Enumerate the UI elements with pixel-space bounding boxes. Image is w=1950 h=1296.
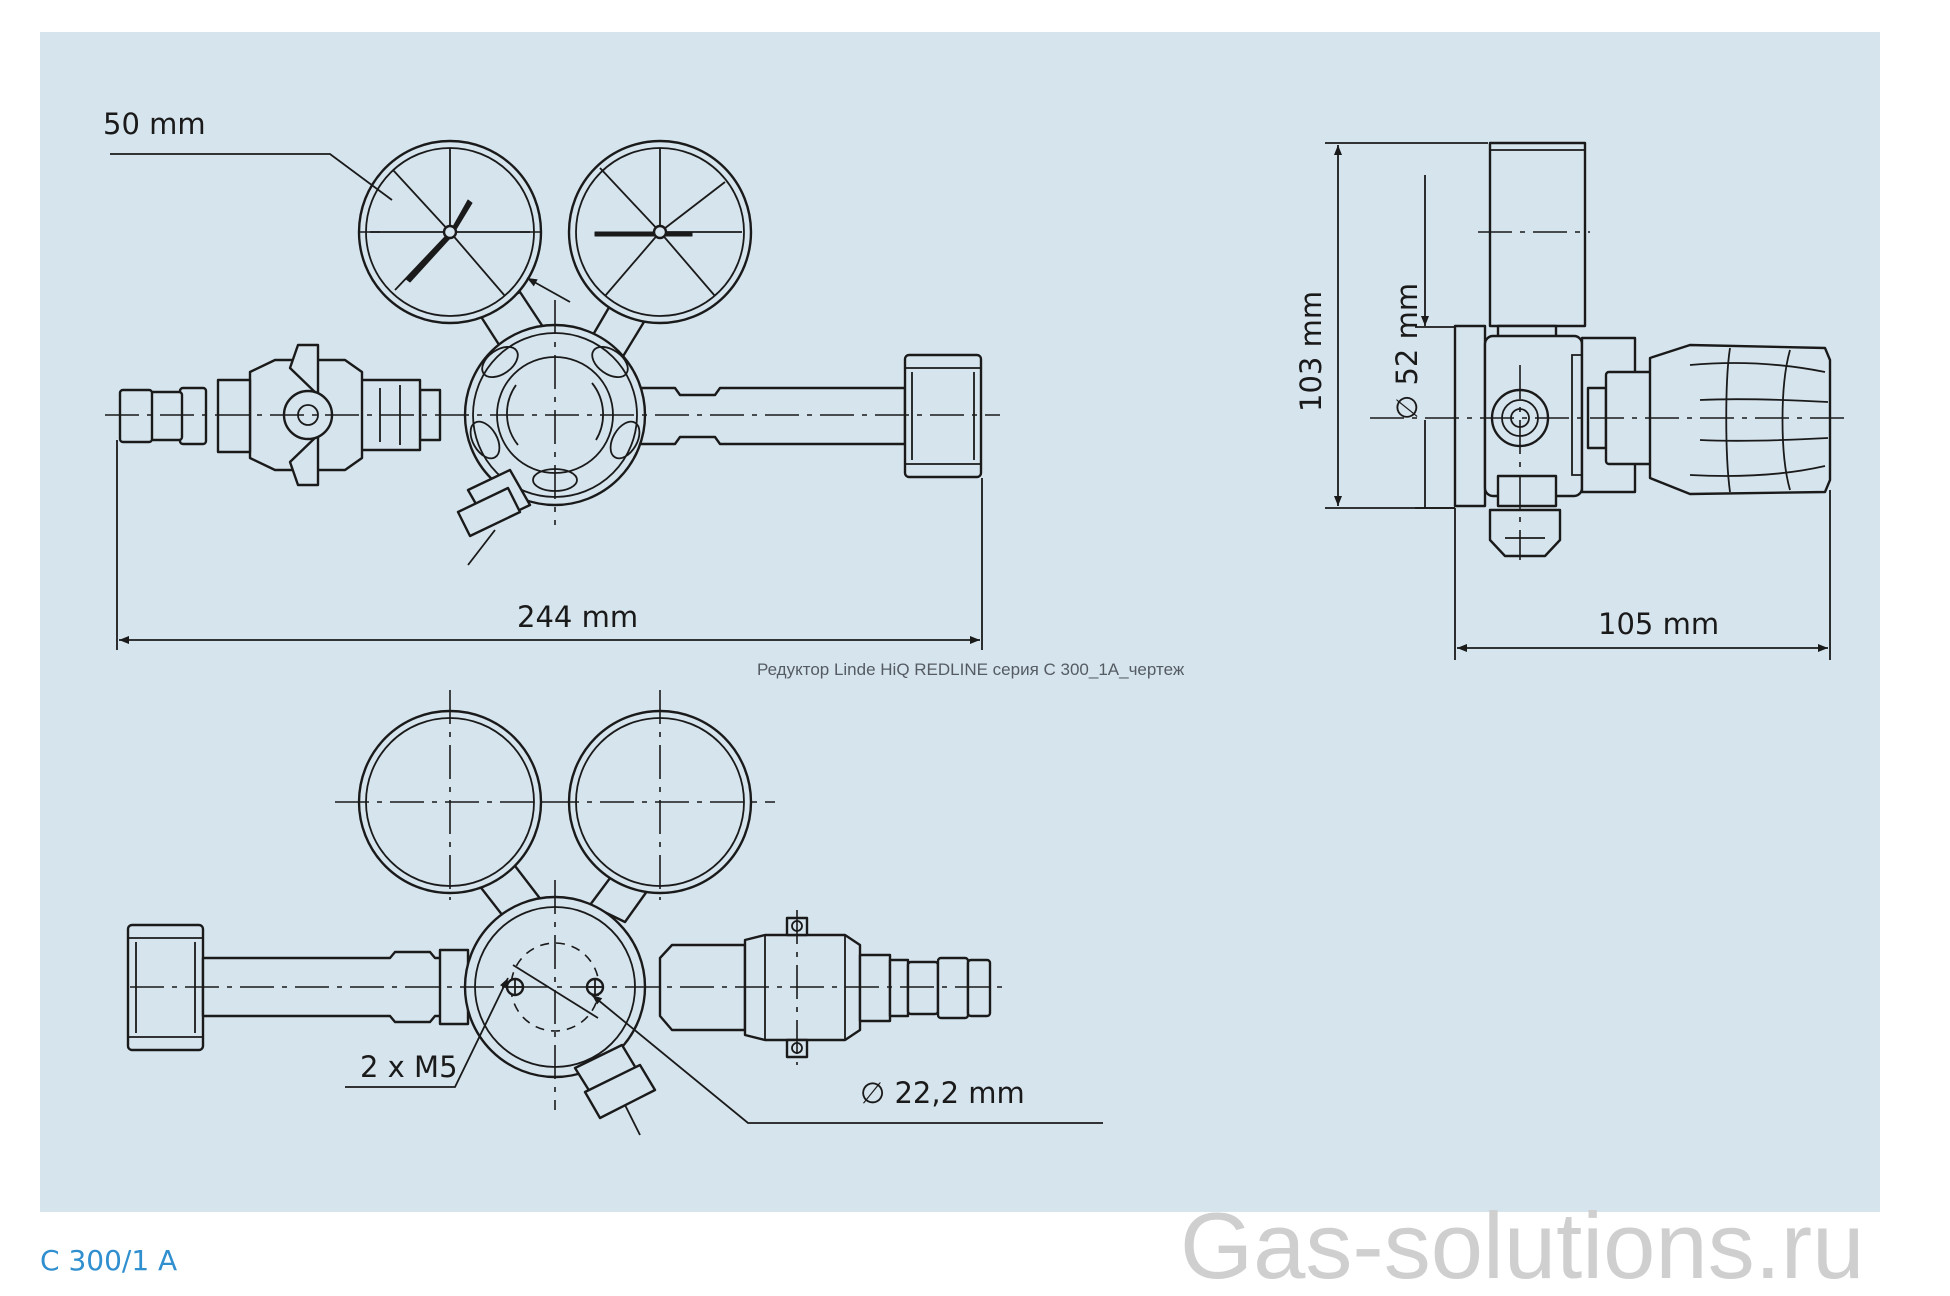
mount-threads-leader (345, 977, 509, 1088)
gauge-diameter-label: 50 mm (103, 107, 206, 141)
watermark: Gas-solutions.ru (1180, 1193, 1864, 1296)
back-view (126, 690, 1010, 1136)
side-view (1370, 141, 1845, 560)
mount-circle-label: ∅ 22,2 mm (860, 1076, 1025, 1110)
overall-length-dimension (116, 440, 983, 650)
front-view (105, 139, 1000, 566)
gauge-diameter-leader (110, 153, 393, 201)
depth-dimension (1454, 490, 1831, 660)
gauge-diameter-arrow (526, 277, 571, 303)
overall-length-label: 244 mm (517, 600, 638, 634)
depth-label: 105 mm (1598, 607, 1719, 641)
model-label: C 300/1 A (40, 1244, 177, 1277)
height-label: 103 mm (1294, 291, 1328, 412)
mount-circle-leader (591, 994, 1103, 1124)
drawing-caption: Редуктор Linde HiQ REDLINE серия С 300_1… (757, 660, 1185, 679)
body-diameter-label: ∅ 52 mm (1390, 283, 1424, 420)
body-diameter-dimension (1415, 175, 1455, 509)
mount-circle-diameter-line (512, 964, 599, 1019)
mount-threads-label: 2 x M5 (360, 1050, 458, 1084)
